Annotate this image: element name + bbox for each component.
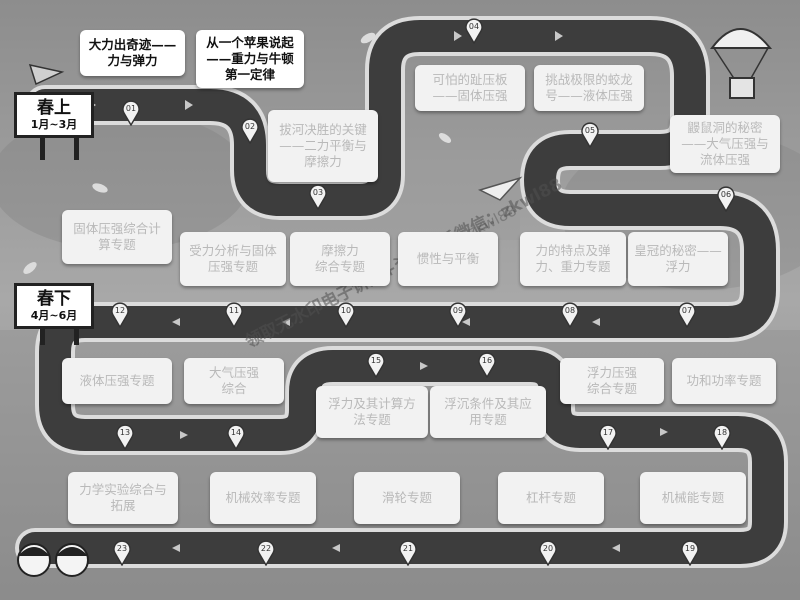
stop-number: 09 (452, 306, 464, 315)
map-pin-icon (111, 302, 129, 329)
topic-card-02[interactable]: 从一个苹果说起 ——重力与牛顿 第一定律 (196, 30, 304, 88)
stop-number: 10 (340, 306, 352, 315)
topic-card-19[interactable]: 机械能专题 (640, 472, 746, 524)
map-pin-19[interactable]: 19 (680, 540, 700, 567)
map-pin-17[interactable]: 17 (598, 424, 618, 451)
stop-number: 08 (564, 306, 576, 315)
sign-title: 春上 (37, 98, 71, 118)
stop-number: 21 (402, 544, 414, 553)
map-pin-13[interactable]: 13 (115, 424, 135, 451)
topic-card-03[interactable]: 拔河决胜的关键 ——二力平衡与 摩擦力 (268, 110, 378, 182)
stop-number: 17 (602, 428, 614, 437)
map-pin-icon (581, 122, 599, 149)
map-pin-03[interactable]: 03 (308, 184, 328, 211)
map-pin-icon (465, 18, 483, 45)
map-pin-02[interactable]: 02 (240, 118, 260, 145)
topic-card-07[interactable]: 皇冠的秘密—— 浮力 (628, 232, 728, 286)
topic-card-23[interactable]: 力学实验综合与 拓展 (68, 472, 178, 524)
map-pin-icon (257, 540, 275, 567)
map-pin-icon (309, 184, 327, 211)
map-pin-icon (599, 424, 617, 451)
stop-number: 18 (716, 428, 728, 437)
map-pin-icon (367, 352, 385, 379)
topic-card-06[interactable]: 鼹鼠洞的秘密 ——大气压强与 流体压强 (670, 115, 780, 173)
map-pin-icon (399, 540, 417, 567)
stop-number: 11 (228, 306, 240, 315)
topic-card-09[interactable]: 惯性与平衡 (398, 232, 498, 286)
map-pin-12[interactable]: 12 (110, 302, 130, 329)
map-pin-icon (478, 352, 496, 379)
map-pin-icon (113, 540, 131, 567)
stop-number: 12 (114, 306, 126, 315)
map-pin-18[interactable]: 18 (712, 424, 732, 451)
stop-number: 22 (260, 544, 272, 553)
topic-card-04[interactable]: 可怕的趾压板 ——固体压强 (415, 65, 525, 111)
map-pin-23[interactable]: 23 (112, 540, 132, 567)
map-pin-icon (539, 540, 557, 567)
topic-card-13[interactable]: 液体压强专题 (62, 358, 172, 404)
map-pin-16[interactable]: 16 (477, 352, 497, 379)
stop-number: 14 (230, 428, 242, 437)
sign-dates: 4月~6月 (30, 309, 78, 322)
map-pin-07[interactable]: 07 (677, 302, 697, 329)
topic-card-15[interactable]: 浮力及其计算方 法专题 (316, 386, 428, 438)
sign-spring-first: 春上 1月~3月 (14, 92, 94, 138)
stop-number: 04 (468, 22, 480, 31)
map-pin-icon (337, 302, 355, 329)
topic-card-21[interactable]: 滑轮专题 (354, 472, 460, 524)
map-pin-icon (717, 186, 735, 213)
stop-number: 23 (116, 544, 128, 553)
map-pin-icon (681, 540, 699, 567)
stop-number: 02 (244, 122, 256, 131)
map-pin-20[interactable]: 20 (538, 540, 558, 567)
topic-card-20[interactable]: 杠杆专题 (498, 472, 604, 524)
map-pin-21[interactable]: 21 (398, 540, 418, 567)
map-pin-icon (122, 100, 140, 127)
sign-spring-second: 春下 4月~6月 (14, 283, 94, 329)
map-pin-icon (241, 118, 259, 145)
map-pin-icon (227, 424, 245, 451)
topic-card-10[interactable]: 摩擦力 综合专题 (290, 232, 390, 286)
stop-number: 15 (370, 356, 382, 365)
stop-number: 01 (125, 104, 137, 113)
map-pin-01[interactable]: 01 (121, 100, 141, 127)
topic-card-08[interactable]: 力的特点及弹 力、重力专题 (520, 232, 626, 286)
topic-card-14[interactable]: 大气压强 综合 (184, 358, 284, 404)
map-pin-06[interactable]: 06 (716, 186, 736, 213)
stop-number: 07 (681, 306, 693, 315)
map-pin-15[interactable]: 15 (366, 352, 386, 379)
map-pin-08[interactable]: 08 (560, 302, 580, 329)
stop-number: 06 (720, 190, 732, 199)
map-pin-icon (713, 424, 731, 451)
topic-card-16[interactable]: 浮沉条件及其应 用专题 (430, 386, 546, 438)
topic-card-18[interactable]: 功和功率专题 (672, 358, 776, 404)
topic-card-11[interactable]: 受力分析与固体 压强专题 (180, 232, 286, 286)
stop-number: 19 (684, 544, 696, 553)
topic-card-05[interactable]: 挑战极限的蛟龙 号——液体压强 (534, 65, 644, 111)
map-pin-10[interactable]: 10 (336, 302, 356, 329)
stop-number: 03 (312, 188, 324, 197)
map-pin-icon (449, 302, 467, 329)
topic-card-17[interactable]: 浮力压强 综合专题 (560, 358, 664, 404)
stop-number: 16 (481, 356, 493, 365)
map-pin-icon (678, 302, 696, 329)
sign-title: 春下 (37, 289, 71, 309)
map-pin-11[interactable]: 11 (224, 302, 244, 329)
map-pin-09[interactable]: 09 (448, 302, 468, 329)
topic-card-22[interactable]: 机械效率专题 (210, 472, 316, 524)
stop-number: 05 (584, 126, 596, 135)
topic-card-01[interactable]: 大力出奇迹—— 力与弹力 (80, 30, 185, 76)
map-pin-05[interactable]: 05 (580, 122, 600, 149)
map-pin-icon (225, 302, 243, 329)
map-pin-14[interactable]: 14 (226, 424, 246, 451)
map-pin-icon (116, 424, 134, 451)
map-pin-icon (561, 302, 579, 329)
sign-dates: 1月~3月 (30, 118, 78, 131)
stop-number: 13 (119, 428, 131, 437)
topic-card-12[interactable]: 固体压强综合计 算专题 (62, 210, 172, 264)
map-pin-22[interactable]: 22 (256, 540, 276, 567)
stop-number: 20 (542, 544, 554, 553)
map-pin-04[interactable]: 04 (464, 18, 484, 45)
